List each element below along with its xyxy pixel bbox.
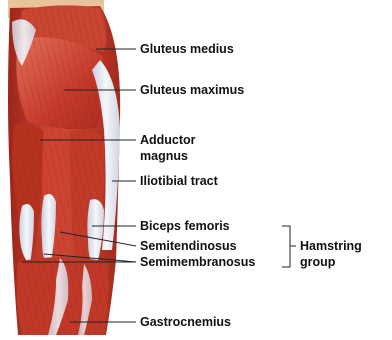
label-hamstring-line1: Hamstring: [300, 238, 362, 254]
hamstring-bracket: [282, 226, 290, 267]
label-gastrocnemius: Gastrocnemius: [140, 314, 231, 330]
label-adductor-line2: magnus: [140, 148, 188, 164]
label-semitendinosus: Semitendinosus: [140, 238, 237, 254]
label-hamstring-line2: group: [300, 254, 335, 270]
label-gluteus-medius: Gluteus medius: [140, 41, 234, 57]
label-semimembranosus: Semimembranosus: [140, 254, 255, 270]
label-iliotibial-tract: Iliotibial tract: [140, 173, 218, 189]
label-gluteus-maximus: Gluteus maximus: [140, 82, 244, 98]
label-biceps-femoris: Biceps femoris: [140, 218, 230, 234]
label-adductor-line1: Adductor: [140, 132, 196, 148]
